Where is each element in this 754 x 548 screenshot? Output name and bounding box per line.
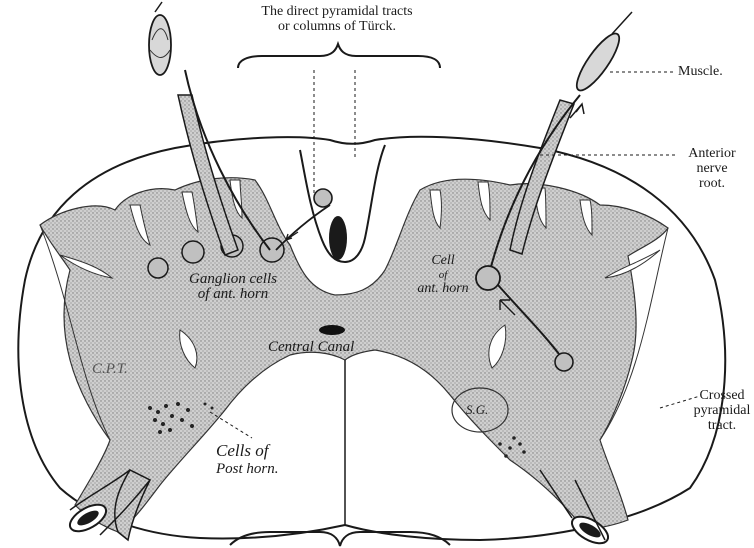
post-horn-cell-right [555, 353, 573, 371]
central-canal [319, 325, 345, 335]
cell-of-ant-horn-label: Cell of ant. horn [408, 254, 478, 296]
top-brace [238, 44, 440, 68]
central-canal-label: Central Canal [268, 340, 354, 355]
cell-line-2: of [408, 268, 478, 282]
ganglion-line-1: Ganglion cells [168, 272, 298, 287]
crossed-line-2: pyramidal [692, 403, 752, 418]
cpt-label: C.P.T. [92, 362, 128, 377]
anterior-line-2: nerve [676, 161, 748, 176]
muscle-label: Muscle. [678, 64, 723, 79]
ganglion-line-2: of ant. horn [168, 287, 298, 302]
title-label: The direct pyramidal tracts or columns o… [232, 4, 442, 34]
anterior-line-3: root. [676, 176, 748, 191]
crossed-pyramidal-tract-label: Crossed pyramidal tract. [692, 388, 752, 433]
ant-horn-cell-right [476, 266, 500, 290]
ganglion-cells-label: Ganglion cells of ant. horn [168, 272, 298, 302]
title-line-2: or columns of Türck. [232, 19, 442, 34]
cell-line-3: ant. horn [408, 282, 478, 296]
title-line-1: The direct pyramidal tracts [232, 4, 442, 19]
sg-label: S.G. [466, 402, 488, 417]
post-horn-cells-label: Cells of Post horn. [216, 442, 279, 478]
crossed-line-3: tract. [692, 418, 752, 433]
post-line-1: Cells of [216, 442, 279, 460]
crossed-line-1: Crossed [692, 388, 752, 403]
anterior-nerve-root-label: Anterior nerve root. [676, 146, 748, 191]
cell-line-1: Cell [408, 254, 478, 268]
post-line-2: Post horn. [216, 460, 279, 478]
turck-tract-spindle [329, 216, 347, 260]
turck-tract-cell [314, 189, 332, 207]
anterior-line-1: Anterior [676, 146, 748, 161]
